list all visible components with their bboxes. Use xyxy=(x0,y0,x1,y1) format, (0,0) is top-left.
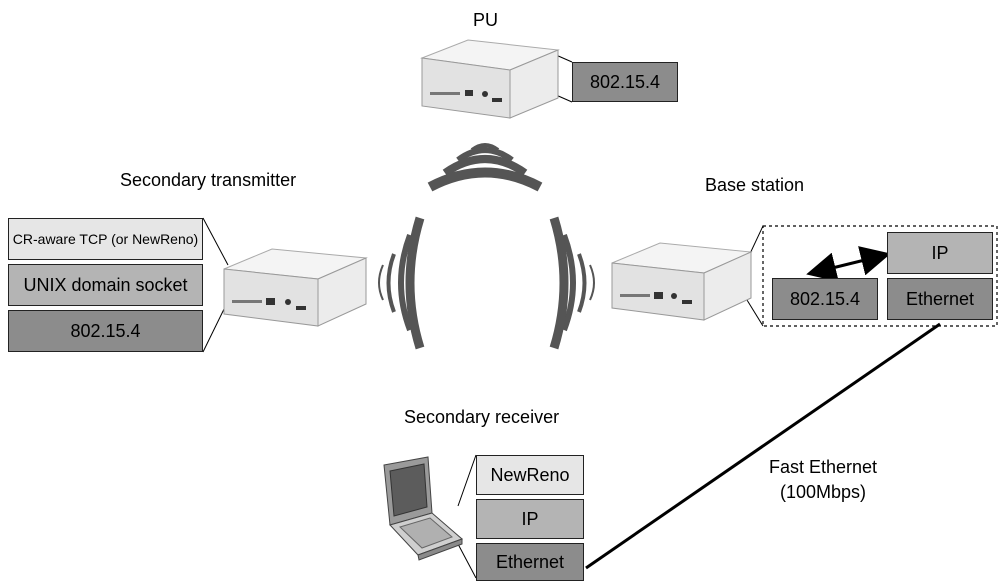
wireless-signal-icon xyxy=(427,143,543,192)
tx-layer-unix-socket: UNIX domain socket xyxy=(8,264,203,306)
link-label-line2: (100Mbps) xyxy=(780,482,867,502)
embedded-box-icon xyxy=(420,39,560,119)
rx-layer-newreno: NewReno xyxy=(476,455,584,495)
double-arrow-icon xyxy=(806,246,891,282)
callout-line xyxy=(457,543,477,579)
pu-layer-802154: 802.15.4 xyxy=(572,62,678,102)
pu-label: PU xyxy=(473,10,499,30)
tx-layer-cr-aware-tcp: CR-aware TCP (or NewReno) xyxy=(8,218,203,260)
bs-layer-ethernet: Ethernet xyxy=(887,278,993,320)
embedded-box-icon xyxy=(611,242,753,321)
rx-layer-ip: IP xyxy=(476,499,584,539)
bs-layer-802154: 802.15.4 xyxy=(772,278,878,320)
laptop-icon xyxy=(383,456,463,561)
base-station-label: Base station xyxy=(705,175,805,195)
bs-layer-ip: IP xyxy=(887,232,993,274)
secondary-receiver-label: Secondary receiver xyxy=(404,407,560,427)
callout-line xyxy=(457,454,477,507)
callout-line xyxy=(202,304,227,353)
tx-layer-802154: 802.15.4 xyxy=(8,310,203,352)
secondary-transmitter-label: Secondary transmitter xyxy=(120,170,297,190)
callout-line xyxy=(746,299,764,327)
callout-line xyxy=(202,217,229,266)
callout-line xyxy=(555,54,573,63)
link-label-line1: Fast Ethernet xyxy=(769,457,878,477)
wireless-signal-icon xyxy=(549,216,595,350)
fast-ethernet-link xyxy=(585,322,941,570)
rx-layer-ethernet: Ethernet xyxy=(476,543,584,581)
callout-line xyxy=(555,94,573,103)
base-station-dashed-frame xyxy=(762,225,998,327)
wireless-signal-icon xyxy=(378,216,425,350)
embedded-box-icon xyxy=(223,248,368,327)
